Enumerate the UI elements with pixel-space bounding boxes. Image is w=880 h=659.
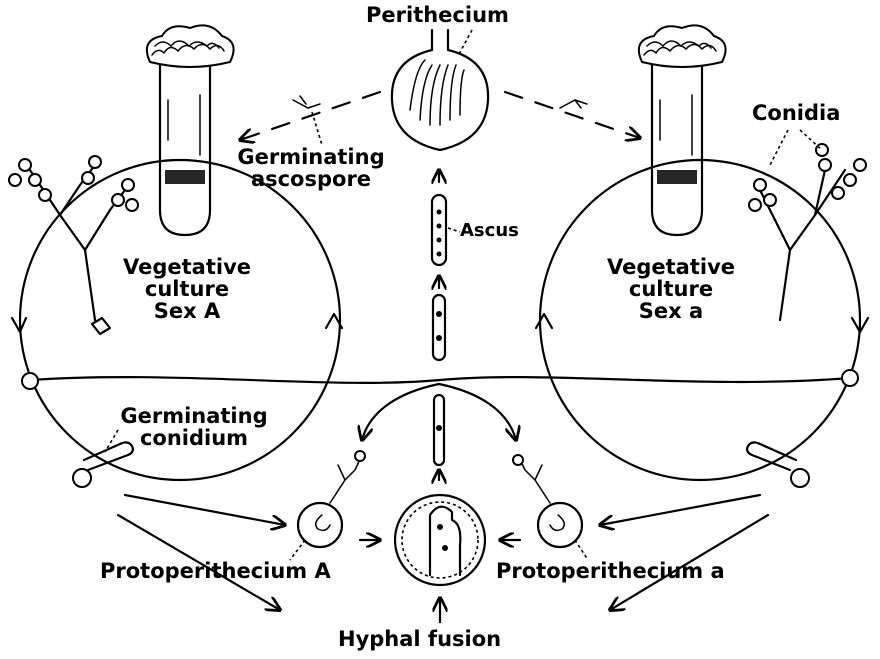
label-protoperithecium-a-lower: Protoperithecium a — [496, 560, 725, 582]
arrow-to-proto-b-top — [439, 384, 516, 440]
label-germ-conidium-line1: Germinating — [104, 405, 284, 427]
label-veg-a-line2: culture — [112, 278, 262, 300]
node-right — [842, 370, 858, 386]
arrow-right-up — [536, 314, 552, 328]
protoperithecium-b-figure — [513, 455, 582, 547]
arrow-to-right-tube — [505, 92, 640, 138]
label-veg-b-line2: culture — [596, 278, 746, 300]
label-ascus: Ascus — [460, 222, 519, 241]
label-germinating-ascospore-line2: ascospore — [226, 168, 396, 190]
label-germinating-conidium: Germinating conidium — [104, 405, 284, 449]
arrow-right-to-proto-b — [600, 495, 760, 525]
node-left — [22, 373, 38, 389]
label-veg-a-line1: Vegetative — [112, 256, 262, 278]
arrow-left-to-proto-a — [125, 495, 285, 525]
label-veg-b-line3: Sex a — [596, 300, 746, 322]
test-tube-sex-a-lower — [639, 25, 726, 235]
label-hyphal-fusion: Hyphal fusion — [338, 628, 501, 650]
leader-ascospore — [312, 112, 322, 145]
label-veg-b-line1: Vegetative — [596, 256, 746, 278]
protoperithecium-a-figure — [298, 451, 365, 547]
label-perithecium: Perithecium — [366, 4, 509, 26]
cycle-crossing-line — [30, 377, 850, 383]
leader-perithecium — [458, 30, 472, 56]
ascus-column — [432, 195, 446, 465]
label-conidia: Conidia — [752, 102, 840, 124]
ascospore-right — [560, 100, 587, 108]
label-protoperithecium-a: Protoperithecium A — [100, 560, 331, 582]
label-vegetative-culture-sex-a-lower: Vegetative culture Sex a — [596, 256, 746, 322]
leader-proto-b — [575, 540, 588, 560]
germinating-conidium-right — [747, 442, 809, 487]
label-vegetative-culture-sex-a: Vegetative culture Sex A — [112, 256, 262, 322]
label-germinating-ascospore: Germinating ascospore — [226, 146, 396, 190]
label-veg-a-line3: Sex A — [112, 300, 262, 322]
perithecium-figure — [392, 30, 488, 150]
arrow-to-proto-a-top — [362, 384, 439, 440]
leader-ascus — [448, 228, 460, 232]
label-germinating-ascospore-line1: Germinating — [226, 146, 396, 168]
hyphal-fusion-figure — [395, 495, 485, 585]
arrow-to-left-tube — [240, 92, 380, 140]
conidia-chain-right — [749, 144, 866, 320]
test-tube-sex-a — [147, 25, 234, 235]
leader-conidia — [770, 130, 822, 165]
ascospore-left — [293, 96, 320, 108]
label-germ-conidium-line2: conidium — [104, 427, 284, 449]
leader-proto-a — [290, 540, 305, 560]
